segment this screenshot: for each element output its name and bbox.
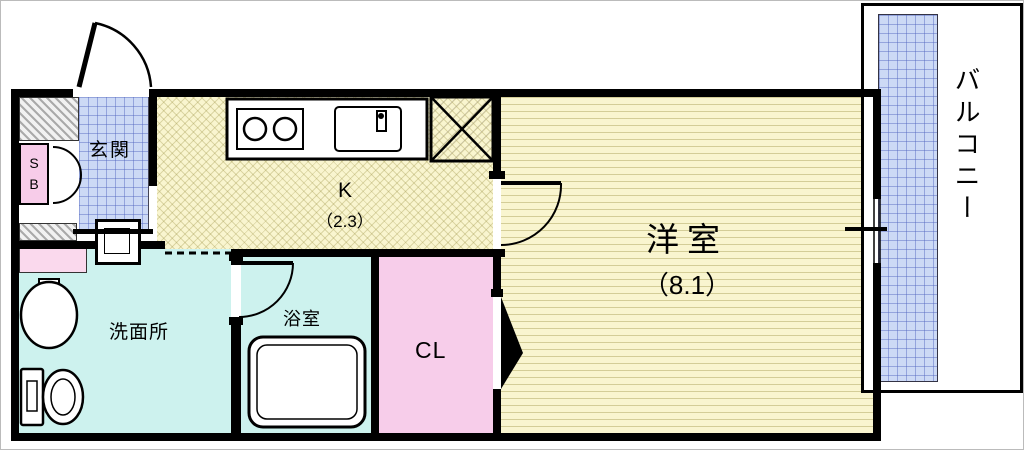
wall-h-left (11, 241, 95, 249)
entrance-label: 玄関 (89, 140, 132, 161)
stove-icon (236, 108, 304, 150)
kitchen-label: K (337, 179, 352, 202)
wall-entrance-right (149, 89, 157, 186)
bathroom-label: 浴室 (283, 309, 321, 329)
closet-label: CL (415, 337, 447, 363)
entrance-door-icon (76, 21, 153, 88)
balcony-label: バルコニー (951, 66, 981, 226)
wall-bottom (11, 433, 881, 441)
fixture-box-inner (104, 228, 130, 254)
western-room-floor (501, 97, 873, 433)
wall-top-main (151, 89, 881, 97)
kitchen-size-label: （2.3） (316, 212, 374, 231)
wall-right-upper (873, 89, 881, 199)
entrance-floor (79, 97, 149, 229)
bathtub-icon (247, 335, 367, 429)
kitchen-room-door-icon (489, 171, 563, 257)
wall-bath-closet-top (231, 249, 493, 257)
shoebox-label-b: B (29, 176, 39, 192)
pipe-space-hatch-top (19, 97, 79, 141)
wall-h-mid (141, 241, 165, 249)
wall-room-lower (493, 389, 501, 441)
western-room-size-label: （8.1） (642, 270, 732, 300)
toilet-icon (19, 367, 85, 427)
shoebox-label-s: S (29, 155, 39, 171)
wall-room-mid (493, 251, 501, 297)
wall-room-upper (493, 89, 501, 179)
shoebox-doors-icon (52, 146, 82, 204)
wall-right-lower (873, 263, 881, 441)
wall-washbath-lower (231, 321, 241, 433)
washroom-label: 洗面所 (109, 322, 170, 343)
washbasin-icon (19, 278, 79, 350)
balcony: バルコニー (861, 3, 1023, 393)
balcony-window-icon (845, 199, 887, 263)
balcony-floor (878, 14, 938, 382)
kitchen-counter-icon (225, 97, 429, 161)
bathroom-door-icon (229, 253, 294, 325)
wall-top-left (11, 89, 73, 97)
closet-floor (379, 257, 493, 433)
wall-bath-closet (371, 257, 379, 433)
refrigerator-space-icon (429, 95, 495, 163)
shoebox: S B (19, 143, 49, 205)
entrance-step-edge (73, 229, 153, 234)
room-door-leaf-icon (491, 289, 523, 389)
sink-icon (334, 106, 402, 152)
fixture-box (95, 219, 141, 265)
western-room-label: 洋室 (646, 221, 728, 258)
wall-left (11, 89, 19, 441)
